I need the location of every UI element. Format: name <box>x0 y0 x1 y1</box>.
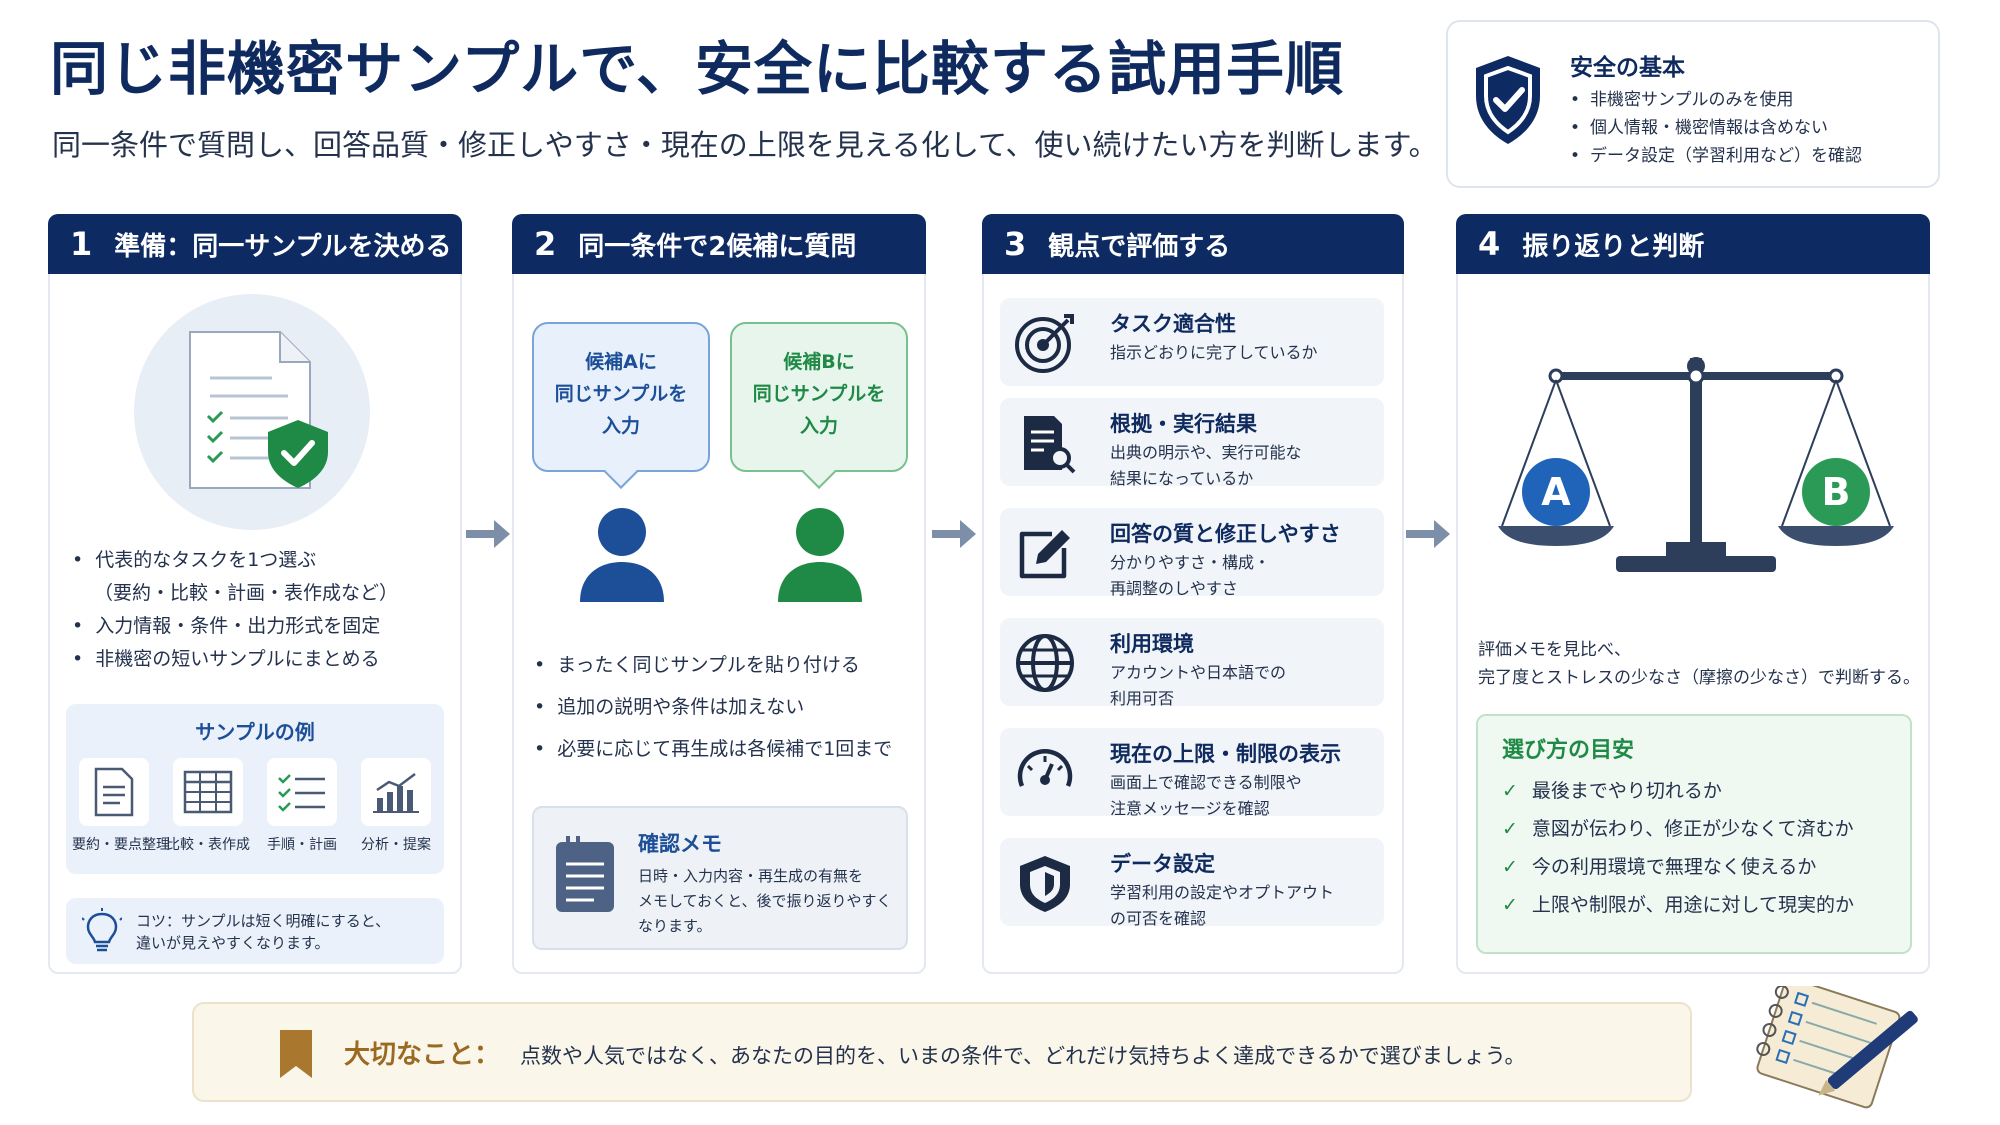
criterion-card: 回答の質と修正しやすさ 分かりやすさ・構成・再調整のしやすさ <box>1000 508 1384 598</box>
step-1-header: 1 準備：同一サンプルを決める <box>48 214 462 274</box>
check-icon: ✓ <box>1502 894 1518 916</box>
step-title: 準備：同一サンプルを決める <box>114 231 452 262</box>
candidate-b-bubble: 候補Bに同じサンプルを入力 <box>730 322 908 472</box>
balance-scale-icon: A B <box>1498 357 1894 572</box>
important-title: 大切なこと： <box>344 1040 501 1070</box>
criterion-card: データ設定 学習利用の設定やオプトアウトの可否を確認 <box>1000 838 1384 928</box>
scale-a-label: A <box>1541 470 1571 514</box>
important-text: 点数や人気ではなく、あなたの目的を、いまの条件で、どれだけ気持ちよく達成できるか… <box>520 1044 1526 1068</box>
step-number: 4 <box>1478 225 1501 263</box>
criterion-card: 利用環境 アカウントや日本語での利用可否 <box>1000 618 1384 708</box>
edit-icon <box>1019 530 1070 579</box>
criterion-desc: 分かりやすさ・構成・再調整のしやすさ <box>1110 553 1271 598</box>
list-item: •非機密の短いサンプルにまとめる <box>72 648 380 670</box>
checklist-icon <box>278 774 325 812</box>
check-icon: ✓ <box>1502 856 1518 878</box>
memo-text: 日時・入力内容・再生成の有無をメモしておくと、後で振り返りやすくなります。 <box>638 867 892 935</box>
tip-text: コツ：サンプルは短く明確にすると、違いが見えやすくなります。 <box>136 912 391 952</box>
scale-b-label: B <box>1822 470 1851 514</box>
list-item: •まったく同じサンプルを貼り付ける <box>534 654 860 676</box>
step-4-header: 4 振り返りと判断 <box>1456 214 1930 274</box>
bookmark-icon <box>280 1030 312 1078</box>
criterion-title: データ設定 <box>1110 852 1215 876</box>
criterion-title: 根拠・実行結果 <box>1110 412 1257 436</box>
sample-examples-box: サンプルの例 要約・要点整理 比較・表作成 手順・計画 分析・提案 <box>66 704 444 874</box>
criterion-title: 利用環境 <box>1110 632 1194 656</box>
list-item: •代表的なタスクを1つ選ぶ <box>72 549 317 571</box>
step-title: 振り返りと判断 <box>1522 231 1705 262</box>
page-subtitle: 同一条件で質問し、回答品質・修正しやすさ・現在の上限を見える化して、使い続けたい… <box>52 128 1438 162</box>
table-icon <box>183 770 233 814</box>
step-number: 2 <box>534 225 557 263</box>
sample-title: サンプルの例 <box>195 720 315 744</box>
target-icon <box>1015 314 1074 373</box>
guide-item: ✓今の利用環境で無理なく使えるか <box>1502 856 1817 878</box>
arrow-right-icon <box>1406 520 1450 548</box>
step-2-card: 2 同一条件で2候補に質問 候補Aに同じサンプルを入力 候補Bに同じサンプルを入力… <box>512 214 926 974</box>
criterion-card: タスク適合性 指示どおりに完了しているか <box>1000 298 1384 386</box>
shield-icon <box>1020 856 1070 912</box>
sample-item: 要約・要点整理 <box>72 758 170 854</box>
guide-title: 選び方の目安 <box>1502 738 1635 763</box>
criterion-card: 現在の上限・制限の表示 画面上で確認できる制限や注意メッセージを確認 <box>1000 728 1384 818</box>
criterion-card: 根拠・実行結果 出典の明示や、実行可能な結果になっているか <box>1000 398 1384 488</box>
criterion-desc: 画面上で確認できる制限や注意メッセージを確認 <box>1110 773 1302 818</box>
safety-basics-panel: 安全の基本 非機密サンプルのみを使用 個人情報・機密情報は含めない データ設定（… <box>1446 20 1940 188</box>
sample-item: 手順・計画 <box>260 758 344 854</box>
gauge-icon <box>1017 748 1073 787</box>
document-icon <box>94 767 134 817</box>
step-number: 3 <box>1004 225 1027 263</box>
important-banner: 大切なこと： 点数や人気ではなく、あなたの目的を、いまの条件で、どれだけ気持ちよ… <box>192 1002 1692 1102</box>
candidate-a-bubble: 候補Aに同じサンプルを入力 <box>532 322 710 472</box>
user-b-icon <box>778 508 862 602</box>
step-title: 同一条件で2候補に質問 <box>578 231 857 262</box>
step-3-card: 3 観点で評価する タスク適合性 指示どおりに完了しているか 根拠・実行結果 出典… <box>982 214 1404 974</box>
sample-item: 分析・提案 <box>354 758 438 854</box>
lightbulb-icon <box>82 908 122 952</box>
criterion-desc: アカウントや日本語での利用可否 <box>1110 663 1287 708</box>
sample-item: 比較・表作成 <box>166 758 250 854</box>
safety-item: 非機密サンプルのみを使用 <box>1570 86 1862 114</box>
shield-check-icon <box>1476 56 1540 144</box>
judge-text: 評価メモを見比べ、完了度とストレスの少なさ（摩擦の少なさ）で判断する。 <box>1478 640 1920 688</box>
criterion-title: 現在の上限・制限の表示 <box>1110 742 1341 766</box>
criterion-desc: 指示どおりに完了しているか <box>1110 343 1318 362</box>
arrow-right-icon <box>466 520 510 548</box>
notepad-icon <box>556 836 614 912</box>
criterion-desc: 学習利用の設定やオプトアウトの可否を確認 <box>1110 883 1335 928</box>
step-1-card: 1 準備：同一サンプルを決める •代表的なタスクを1つ選ぶ （要約・比較・計画・表… <box>48 214 462 974</box>
check-icon: ✓ <box>1502 818 1518 840</box>
criterion-title: 回答の質と修正しやすさ <box>1110 522 1341 546</box>
safety-title: 安全の基本 <box>1570 55 1685 81</box>
page-title: 同じ非機密サンプルで、安全に比較する試用手順 <box>50 35 1344 103</box>
guide-item: ✓意図が伝わり、修正が少なくて済むか <box>1502 818 1854 840</box>
step-number: 1 <box>70 225 93 263</box>
guide-item: ✓上限や制限が、用途に対して現実的か <box>1502 894 1854 916</box>
step-2-header: 2 同一条件で2候補に質問 <box>512 214 926 274</box>
chart-icon <box>373 773 419 813</box>
notebook-pen-icon <box>1756 986 1918 1109</box>
arrow-right-icon <box>932 520 976 548</box>
memo-box: 確認メモ 日時・入力内容・再生成の有無をメモしておくと、後で振り返りやすくなりま… <box>532 806 908 950</box>
safety-item: データ設定（学習利用など）を確認 <box>1570 142 1862 170</box>
guide-item: ✓最後までやり切れるか <box>1502 780 1722 802</box>
tip-box: コツ：サンプルは短く明確にすると、違いが見えやすくなります。 <box>66 898 444 964</box>
step-title: 観点で評価する <box>1048 231 1231 262</box>
selection-guide-box: 選び方の目安 ✓最後までやり切れるか ✓意図が伝わり、修正が少なくて済むか ✓今… <box>1476 714 1912 954</box>
safety-item: 個人情報・機密情報は含めない <box>1570 114 1862 142</box>
criterion-title: タスク適合性 <box>1110 312 1236 336</box>
user-a-icon <box>580 508 664 602</box>
globe-icon <box>1016 634 1074 692</box>
list-item: •入力情報・条件・出力形式を固定 <box>72 615 381 637</box>
check-icon: ✓ <box>1502 780 1518 802</box>
step-4-card: 4 振り返りと判断 A B 評価メモを見比べ、完了度とストレスの少なさ（摩擦の少な… <box>1456 214 1930 974</box>
document-shield-icon <box>134 294 370 530</box>
step-3-header: 3 観点で評価する <box>982 214 1404 274</box>
list-item: •必要に応じて再生成は各候補で1回まで <box>534 738 893 760</box>
list-item: •追加の説明や条件は加えない <box>534 696 805 718</box>
criterion-desc: 出典の明示や、実行可能な結果になっているか <box>1110 443 1302 488</box>
list-item: （要約・比較・計画・表作成など） <box>94 582 399 604</box>
document-search-icon <box>1024 416 1076 474</box>
memo-title: 確認メモ <box>638 832 722 856</box>
